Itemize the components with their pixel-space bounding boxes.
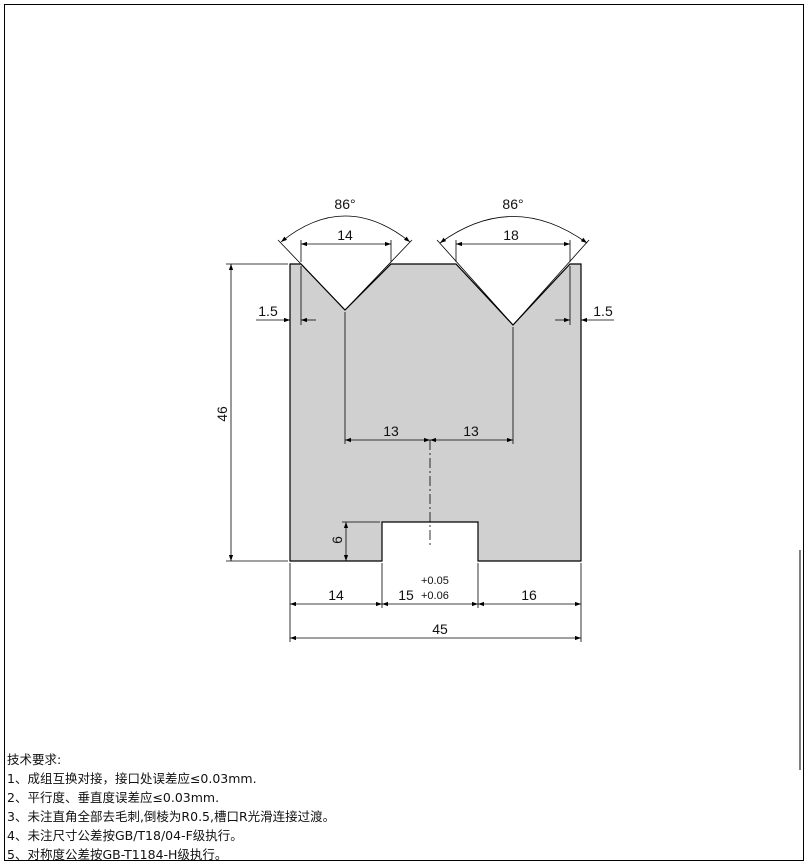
groove-width-dim-left: 14 [300,227,392,262]
angle-left-label: 86° [334,196,355,212]
note-item: 1、成组互换对接，接口处误差应≤0.03mm. [7,771,257,786]
center-left-label: 13 [383,423,399,439]
bottom-left-label: 14 [328,587,344,603]
center-right-label: 13 [463,423,479,439]
slot-tol-lower: +0.06 [421,590,449,602]
groove-left-width-label: 14 [337,227,353,243]
edge-dim-right: 1.5 [555,266,614,325]
height-dim: 46 [214,263,288,562]
angle-dim-left: 86° [277,196,413,311]
note-item: 4、未注尺寸公差按GB/T18/04-F级执行。 [7,828,243,843]
angle-dim-right: 86° [436,196,590,326]
sheet-border [4,4,804,861]
bottom-right-label: 16 [521,587,537,603]
note-item: 3、未注直角全部去毛刺,倒棱为R0.5,槽口R光滑连接过渡。 [7,809,336,824]
slot-width-label: 15 [398,587,414,603]
edge-dim-left: 1.5 [256,266,316,325]
technical-requirements: 技术要求: 1、成组互换对接，接口处误差应≤0.03mm. 2、平行度、垂直度误… [7,750,567,864]
die-profile [289,263,582,562]
note-item: 5、对称度公差按GB-T1184-H级执行。 [7,847,228,862]
edge-right-label: 1.5 [593,303,613,319]
height-label: 46 [214,406,230,422]
total-width-dim: 45 [290,621,581,641]
slot-depth-dim: 6 [329,521,380,561]
slot-depth-label: 6 [329,536,345,544]
slot-tol-upper: +0.05 [421,575,449,587]
notes-title: 技术要求: [7,752,62,767]
total-width-label: 45 [432,621,448,637]
edge-left-label: 1.5 [258,303,278,319]
center-dim: 13 13 [344,312,514,444]
angle-right-label: 86° [502,196,523,212]
groove-right-width-label: 18 [503,227,519,243]
groove-width-dim-right: 18 [455,227,571,262]
note-item: 2、平行度、垂直度误差应≤0.03mm. [7,790,220,805]
bottom-dims: 14 15 +0.05 +0.06 16 [289,563,582,642]
